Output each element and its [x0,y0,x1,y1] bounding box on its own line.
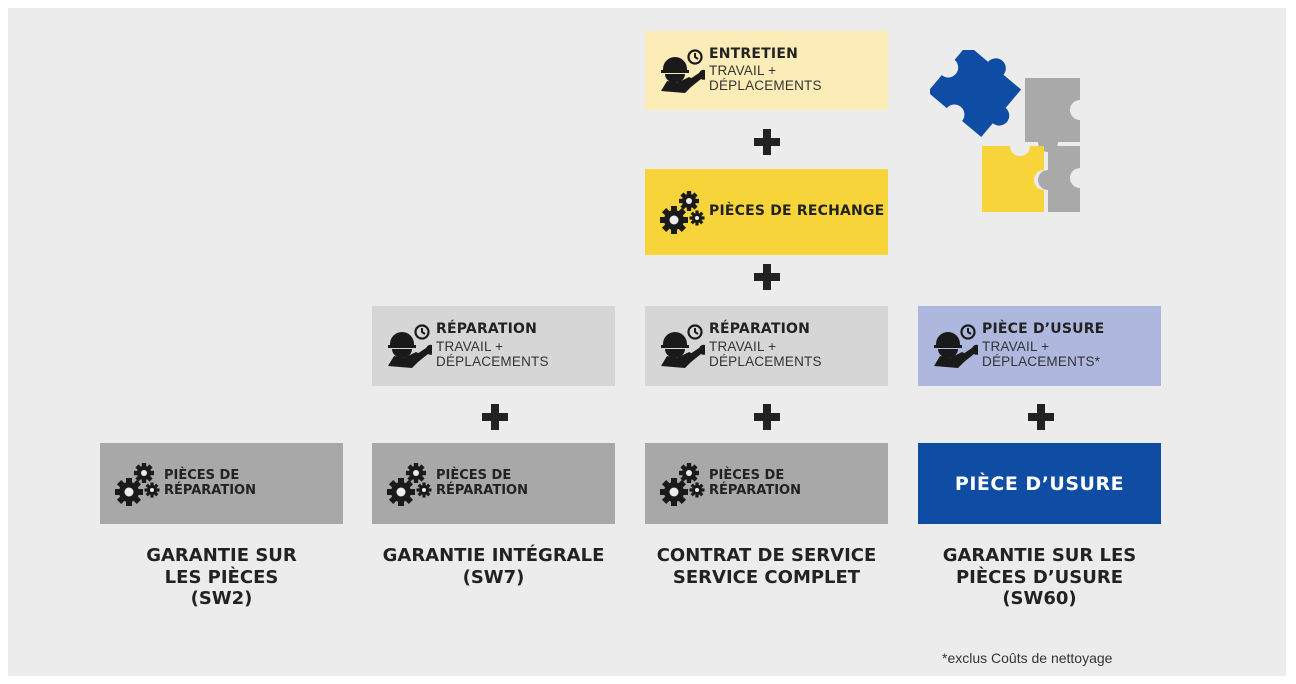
gears-icon [112,460,160,508]
label-line: GARANTIE INTÉGRALE [382,545,605,566]
repair-parts-line2: RÉPARATION [436,482,528,498]
label-parts-warranty: GARANTIE SUR LES PIÈCES (SW2) [100,545,343,610]
technician-icon [930,322,978,370]
label-wear-parts-warranty: GARANTIE SUR LES PIÈCES D’USURE (SW60) [904,545,1175,610]
label-line: (SW2) [190,588,253,610]
label-line: (SW7) [462,566,525,588]
technician-icon [384,322,432,370]
gears-icon [657,188,705,236]
label-line: CONTRAT DE SERVICE [656,545,877,566]
label-full-warranty: GARANTIE INTÉGRALE (SW7) [358,545,629,588]
wear-part-service-box: PIÈCE D’USURE TRAVAIL + DÉPLACEMENTS* [918,306,1161,386]
repair-title: RÉPARATION [709,321,811,338]
repair-box-col2: RÉPARATION TRAVAIL + DÉPLACEMENTS [372,306,615,386]
repair-box-col3: RÉPARATION TRAVAIL + DÉPLACEMENTS [645,306,888,386]
maintenance-title: ENTRETIEN [709,45,799,62]
repair-parts-line1: PIÈCES DE [436,467,512,483]
gears-icon [657,460,705,508]
footnote: *exclus Coûts de nettoyage [942,650,1113,666]
label-service-contract: CONTRAT DE SERVICE SERVICE COMPLET [631,545,902,588]
puzzle-icon [930,50,1080,212]
repair-parts-line2: RÉPARATION [709,482,801,498]
repair-parts-line2: RÉPARATION [164,482,256,498]
label-line: PIÈCES D’USURE [955,566,1124,588]
label-line: GARANTIE SUR LES [942,545,1137,566]
plus-icon [754,404,780,430]
repair-parts-line1: PIÈCES DE [709,467,785,483]
plus-icon [754,264,780,290]
maintenance-subtitle: TRAVAIL + DÉPLACEMENTS [709,63,822,94]
wear-part-title: PIÈCE D’USURE [982,321,1105,338]
plus-icon [482,404,508,430]
repair-subtitle: TRAVAIL + DÉPLACEMENTS [436,338,549,369]
technician-icon [657,47,705,95]
wear-part-label: PIÈCE D’USURE [954,472,1125,495]
label-line: (SW60) [1002,588,1077,610]
repair-parts-box-col2: PIÈCES DE RÉPARATION [372,443,615,524]
spare-parts-title: PIÈCES DE RECHANGE [709,203,885,220]
wear-part-box: PIÈCE D’USURE [918,443,1161,524]
repair-parts-box-col3: PIÈCES DE RÉPARATION [645,443,888,524]
spare-parts-box: PIÈCES DE RECHANGE [645,169,888,255]
wear-part-subtitle: TRAVAIL + DÉPLACEMENTS* [982,338,1101,369]
label-line: GARANTIE SUR [146,545,297,566]
technician-icon [657,322,705,370]
maintenance-box: ENTRETIEN TRAVAIL + DÉPLACEMENTS [645,31,888,110]
gears-icon [384,460,432,508]
label-line: SERVICE COMPLET [672,566,861,588]
repair-title: RÉPARATION [436,321,538,338]
label-line: LES PIÈCES [164,566,279,588]
repair-parts-line1: PIÈCES DE [164,467,240,483]
repair-subtitle: TRAVAIL + DÉPLACEMENTS [709,338,822,369]
repair-parts-box-col1: PIÈCES DE RÉPARATION [100,443,343,524]
plus-icon [1028,404,1054,430]
plus-icon [754,129,780,155]
